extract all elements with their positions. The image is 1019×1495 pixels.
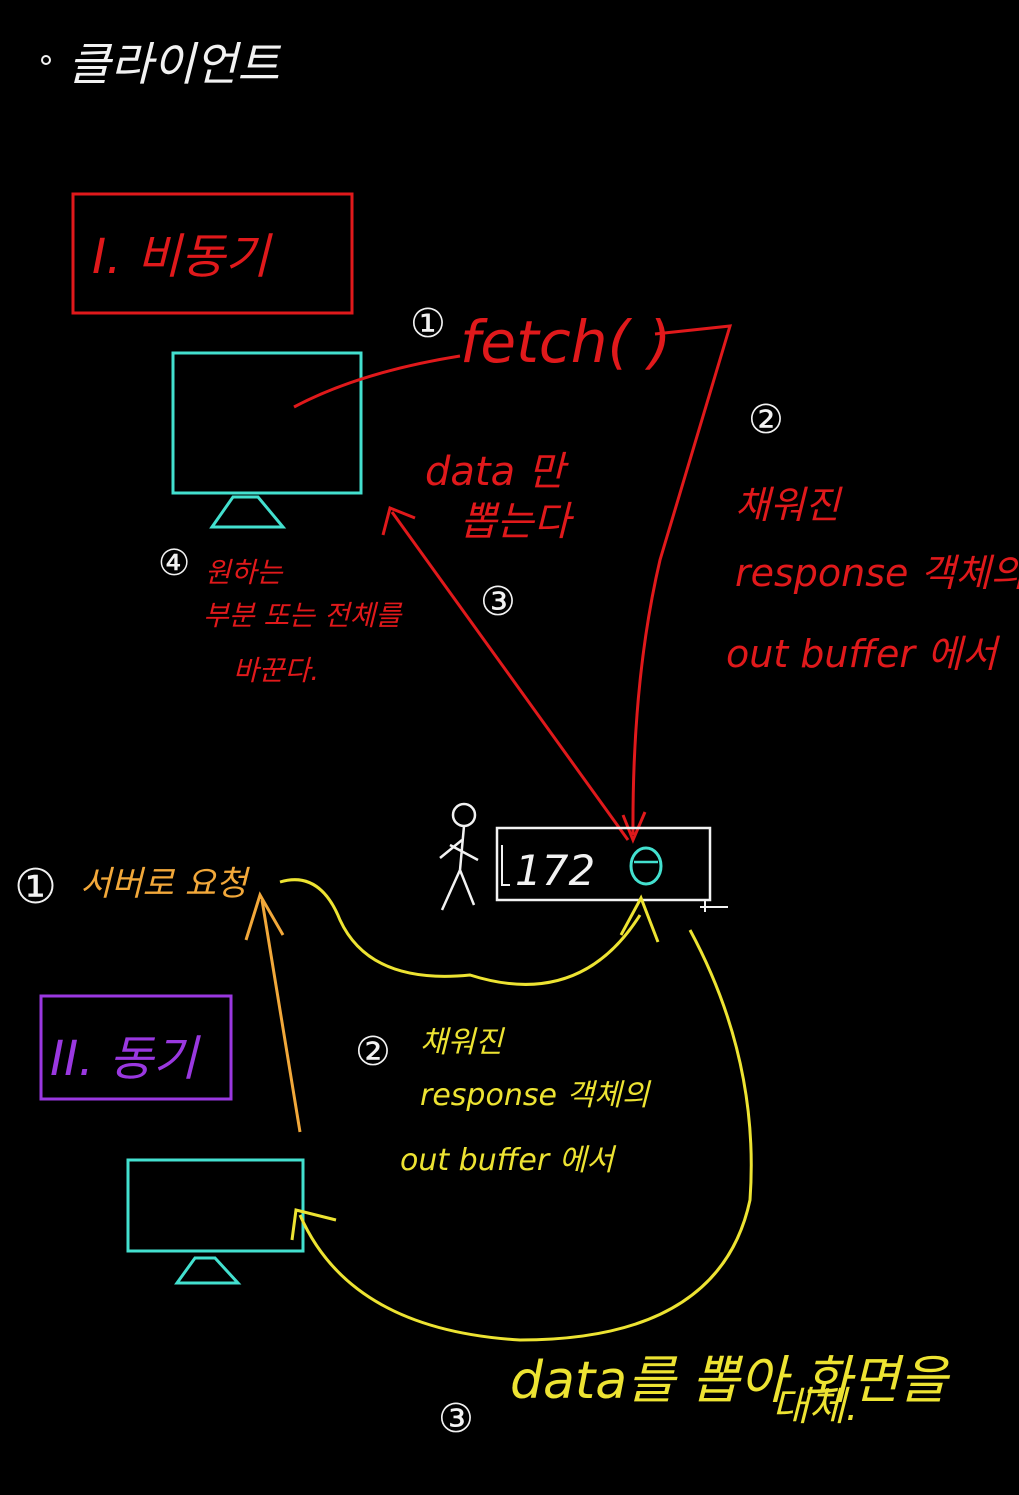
sync-step2-line3: out buffer 에서 (400, 1143, 617, 1178)
async-step2-line3: out buffer 에서 (726, 632, 1001, 676)
sync-step3-line2: 대체. (772, 1384, 858, 1430)
sync-step1-number: ① (14, 859, 57, 915)
async-step1-number: ① (410, 301, 446, 347)
async-monitor-screen (171, 351, 363, 495)
async-step3-line1: data 만 (425, 449, 569, 495)
server-box-inner-divider (501, 845, 510, 886)
sync-heading-box (39, 994, 233, 1101)
async-fetch-arrowhead (621, 811, 647, 844)
async-monitor (171, 351, 363, 529)
async-step2-number: ② (748, 397, 784, 443)
sync-step2-line2: response 객체의 (420, 1078, 652, 1113)
async-step4-number: ④ (158, 543, 190, 584)
sync-request-arrow (260, 899, 302, 1133)
server-box (495, 826, 712, 902)
async-step1-label: fetch( ) (460, 308, 671, 376)
sync-monitor (126, 1158, 305, 1285)
server-box-leg (700, 900, 728, 912)
async-fetch-pointer-line (293, 354, 461, 409)
page-title: 클라이언트 (68, 37, 281, 91)
sync-step2-line1: 채워진 (420, 1025, 505, 1060)
sync-request-to-server-curve (279, 878, 642, 986)
title-bullet (41, 55, 51, 65)
async-heading-box (71, 192, 354, 315)
async-data-return-arrowhead (381, 505, 416, 536)
async-step3-line2: 뽑는다 (460, 499, 575, 545)
sync-step3-line1: data를 뽑아 화면을 (510, 1351, 950, 1411)
sync-step2-number: ② (355, 1029, 391, 1075)
async-data-return-arrow (390, 511, 630, 841)
async-step4-line1: 원하는 (205, 556, 284, 589)
sync-request-arrowhead (244, 891, 285, 941)
response-object-icon (629, 846, 663, 886)
person-icon (439, 802, 479, 911)
sync-monitor-stand (174, 1256, 242, 1285)
server-group: 172 (439, 802, 728, 912)
sync-heading: II. 동기 (50, 1031, 201, 1087)
sync-response-curve (298, 929, 753, 1342)
sync-response-arrowhead (290, 1208, 337, 1241)
server-label: 172 (515, 846, 595, 895)
async-fetch-to-server-line (631, 324, 733, 836)
async-step3-number: ③ (480, 579, 516, 625)
async-monitor-stand (209, 495, 287, 529)
async-heading: I. 비동기 (92, 229, 273, 285)
async-step4-line3: 바꾼다. (233, 654, 319, 687)
sync-step3-number: ③ (438, 1396, 474, 1442)
sync-step1-label: 서버로 요청 (80, 864, 251, 904)
title-group: 클라이언트 (41, 37, 281, 91)
async-step2-line2: response 객체의 (735, 551, 1019, 595)
async-step2-line1: 채워진 (735, 483, 843, 527)
sync-server-arrowhead (619, 894, 660, 943)
async-step4-line2: 부분 또는 전체를 (203, 599, 403, 632)
sync-monitor-screen (126, 1158, 305, 1253)
